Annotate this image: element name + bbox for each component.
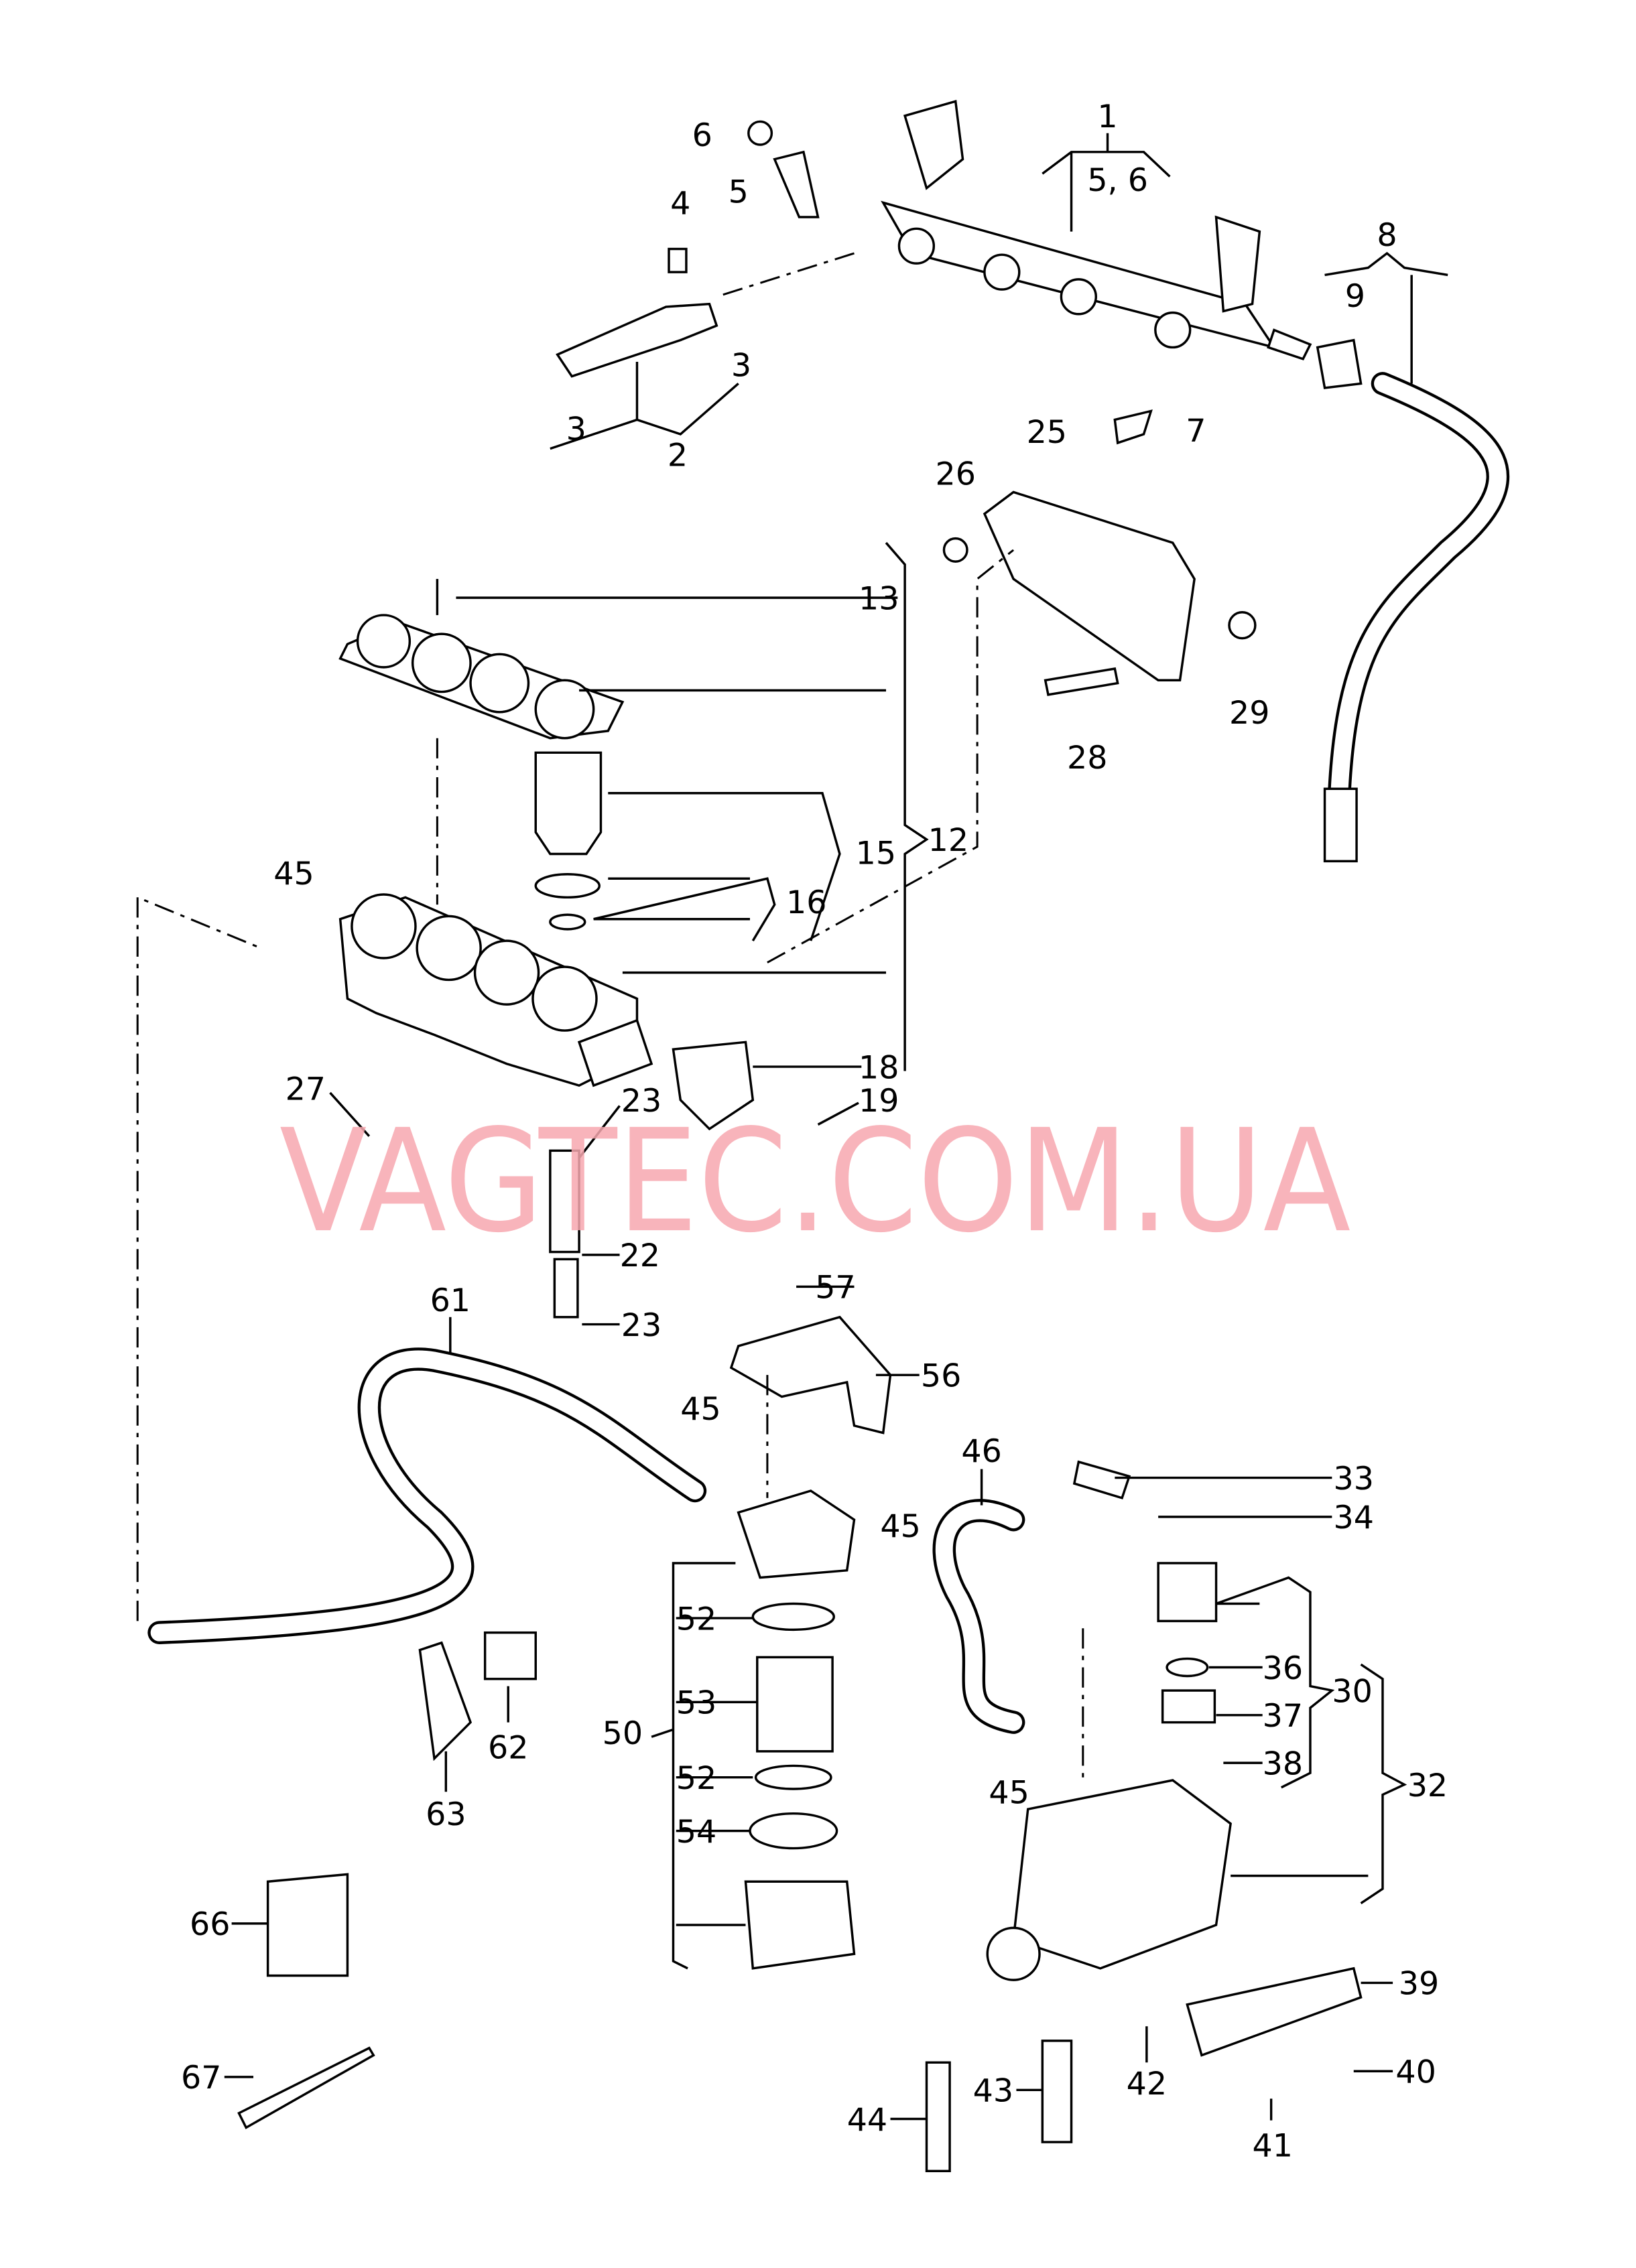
callout-5: 5 bbox=[729, 174, 749, 210]
callout-45: 45 bbox=[880, 1508, 920, 1545]
callout-40: 40 bbox=[1395, 2054, 1436, 2090]
callout-33: 33 bbox=[1334, 1461, 1374, 1497]
callout-27: 27 bbox=[286, 1071, 326, 1108]
callout-1: 1 bbox=[1097, 98, 1117, 135]
callout-32: 32 bbox=[1407, 1767, 1448, 1804]
sensor-shape bbox=[773, 150, 820, 218]
injector-shape bbox=[556, 302, 718, 378]
callout-3: 3 bbox=[731, 348, 751, 385]
callout-23: 23 bbox=[621, 1083, 662, 1120]
callout-57: 57 bbox=[815, 1270, 855, 1307]
callout-45: 45 bbox=[273, 856, 314, 892]
callout-38: 38 bbox=[1263, 1745, 1303, 1782]
callout-2: 2 bbox=[668, 438, 688, 474]
callout-29: 29 bbox=[1229, 695, 1269, 732]
callout-41: 41 bbox=[1253, 2128, 1293, 2165]
callout-63: 63 bbox=[426, 1796, 466, 1833]
callout-15: 15 bbox=[856, 836, 896, 872]
callout-50: 50 bbox=[603, 1715, 643, 1752]
callout-46: 46 bbox=[961, 1433, 1001, 1470]
callout-56: 56 bbox=[921, 1357, 961, 1394]
callout-45: 45 bbox=[989, 1775, 1029, 1812]
callout-6: 6 bbox=[692, 117, 712, 154]
watermark: VAGTEC.COM.UA bbox=[279, 1099, 1351, 1264]
callout-7: 7 bbox=[1186, 413, 1206, 450]
callout-45: 45 bbox=[680, 1391, 720, 1428]
callout-22: 22 bbox=[620, 1238, 660, 1274]
callout-28: 28 bbox=[1067, 740, 1107, 777]
callout-5-6: 5, 6 bbox=[1087, 162, 1148, 199]
callout-53: 53 bbox=[676, 1685, 716, 1722]
callout-61: 61 bbox=[430, 1282, 470, 1319]
callout-62: 62 bbox=[488, 1730, 528, 1767]
callout-13: 13 bbox=[859, 580, 899, 617]
callout-16: 16 bbox=[786, 884, 826, 921]
callout-9: 9 bbox=[1345, 278, 1365, 315]
callout-34: 34 bbox=[1334, 1499, 1374, 1536]
callout-42: 42 bbox=[1127, 2066, 1167, 2103]
callout-43: 43 bbox=[973, 2073, 1013, 2110]
callout-52: 52 bbox=[676, 1760, 716, 1797]
callout-37: 37 bbox=[1263, 1698, 1303, 1735]
callout-25: 25 bbox=[1027, 414, 1067, 451]
callout-39: 39 bbox=[1399, 1966, 1439, 2003]
callout-54: 54 bbox=[676, 1814, 716, 1851]
callout-36: 36 bbox=[1263, 1650, 1303, 1687]
callout-18: 18 bbox=[859, 1049, 899, 1086]
callout-4: 4 bbox=[670, 186, 690, 222]
fuel-rail bbox=[881, 99, 1312, 360]
callout-8: 8 bbox=[1377, 217, 1397, 254]
callout-52: 52 bbox=[676, 1601, 716, 1638]
callout-67: 67 bbox=[181, 2060, 221, 2096]
callout-26: 26 bbox=[935, 456, 975, 493]
callout-19: 19 bbox=[859, 1083, 899, 1120]
drawing bbox=[136, 99, 1509, 2172]
callout-23: 23 bbox=[621, 1307, 662, 1344]
leader-lines bbox=[224, 133, 1448, 2121]
callout-44: 44 bbox=[847, 2102, 887, 2139]
callout-3: 3 bbox=[566, 411, 586, 448]
callout-12: 12 bbox=[928, 822, 968, 859]
callout-30: 30 bbox=[1332, 1673, 1372, 1710]
callout-66: 66 bbox=[190, 1906, 230, 1943]
